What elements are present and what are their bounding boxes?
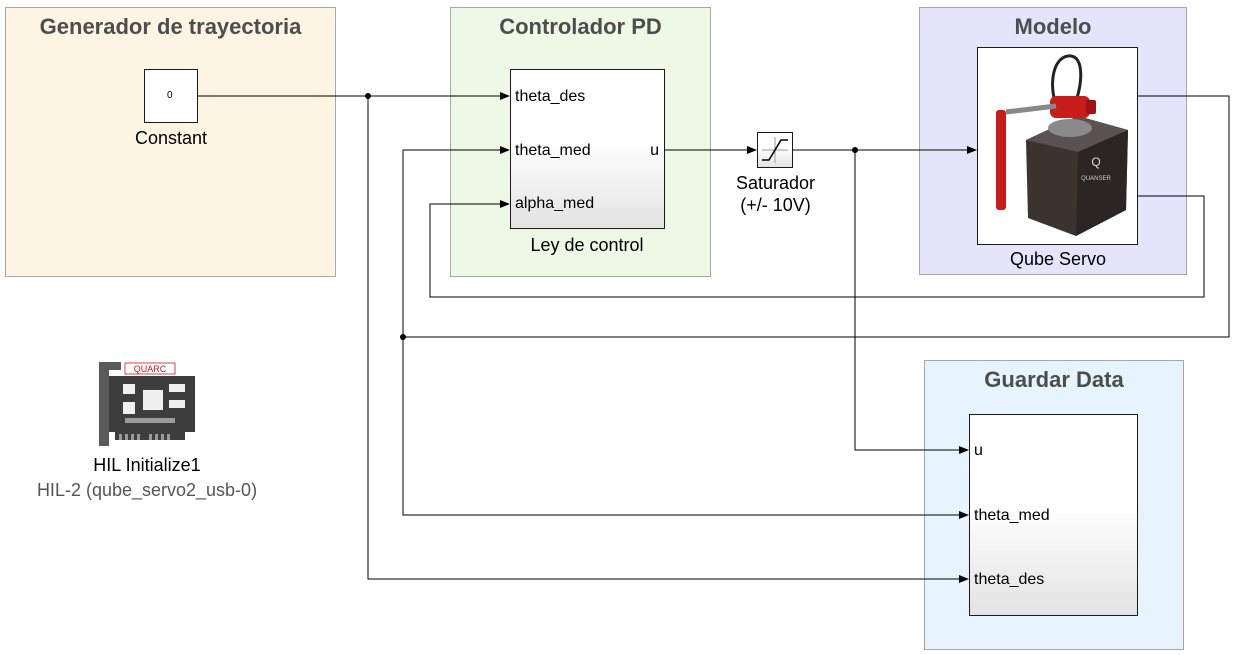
area-title-save: Guardar Data xyxy=(984,367,1124,392)
constant-block[interactable]: 0 xyxy=(144,69,198,123)
port-save-theta-des: theta_des xyxy=(974,571,1045,588)
saturation-label: Saturador (+/- 10V) xyxy=(713,172,838,216)
area-title-generator: Generador de trayectoria xyxy=(39,14,302,39)
saturation-label-line2: (+/- 10V) xyxy=(740,195,811,215)
control-law-label: Ley de control xyxy=(530,235,644,255)
port-save-u: u xyxy=(974,442,983,459)
qube-servo-label: Qube Servo xyxy=(1009,249,1107,269)
port-u-output: u xyxy=(650,142,659,159)
port-theta-des: theta_des xyxy=(515,88,586,105)
saturation-icon xyxy=(762,137,788,163)
control-law-block[interactable]: theta_des theta_med alpha_med u xyxy=(510,69,665,229)
wire-alpha-med-feedback[interactable] xyxy=(429,195,1205,298)
qube-servo-block[interactable]: QUANSER Q xyxy=(977,47,1138,245)
port-alpha-med: alpha_med xyxy=(515,195,595,212)
saturation-label-line1: Saturador xyxy=(735,173,816,193)
junction-dot xyxy=(365,93,371,99)
area-trajectory-generator: Generador de trayectoria xyxy=(5,7,336,277)
constant-value: 0 xyxy=(167,90,173,101)
qube-servo-image: QUANSER Q xyxy=(996,54,1128,236)
port-save-theta-med: theta_med xyxy=(974,507,1050,524)
constant-label: Constant xyxy=(134,128,208,148)
junction-dot xyxy=(400,334,406,340)
svg-text:Q: Q xyxy=(1091,155,1100,169)
hil-logo-text: QUARC xyxy=(134,364,167,374)
area-title-model: Modelo xyxy=(1014,14,1092,39)
wire-theta-med-to-save[interactable] xyxy=(402,337,969,519)
junction-dot xyxy=(852,147,858,153)
wire-u-to-save[interactable] xyxy=(854,150,969,454)
qube-badge-text: QUANSER xyxy=(1081,176,1111,182)
port-theta-med: theta_med xyxy=(515,142,591,159)
hil-sublabel: HIL-2 (qube_servo2_usb-0) xyxy=(36,480,258,500)
hil-board-icon: QUARC xyxy=(99,362,195,446)
saturation-block[interactable] xyxy=(757,132,793,168)
save-data-block[interactable]: u theta_med theta_des xyxy=(969,414,1138,616)
wire-theta-med-feedback[interactable] xyxy=(402,95,1230,338)
wire-theta-des-to-save[interactable] xyxy=(367,96,969,583)
hil-initialize-block[interactable]: QUARC xyxy=(97,360,197,450)
area-title-controller: Controlador PD xyxy=(499,14,662,39)
hil-label: HIL Initialize1 xyxy=(93,455,201,475)
